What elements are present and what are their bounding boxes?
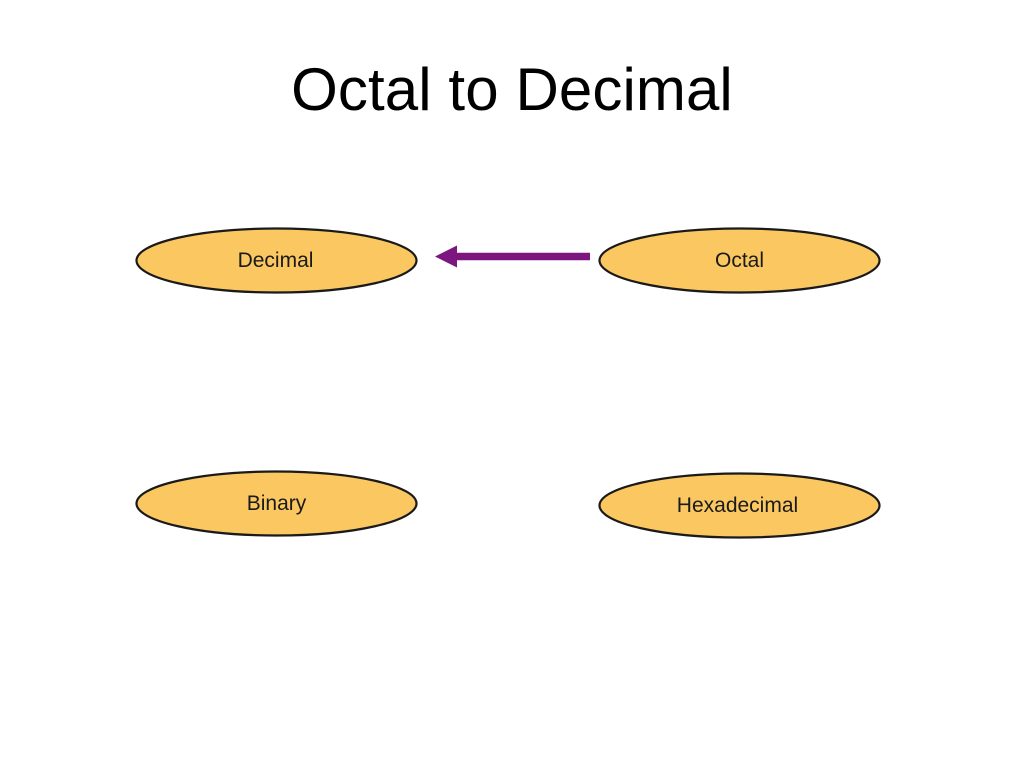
page-title: Octal to Decimal	[291, 56, 733, 123]
node-octal[interactable]: Octal	[598, 227, 881, 294]
ellipse-shape-decimal	[135, 227, 418, 294]
node-label-hexadecimal: Hexadecimal	[676, 494, 799, 517]
node-hexadecimal[interactable]: Hexadecimal	[598, 472, 881, 539]
node-label-octal: Octal	[714, 249, 764, 272]
node-label-decimal: Decimal	[237, 249, 314, 272]
node-binary[interactable]: Binary	[135, 470, 418, 537]
left-arrow-icon	[435, 245, 590, 268]
node-label-binary: Binary	[246, 492, 307, 515]
node-decimal[interactable]: Decimal	[135, 227, 418, 294]
ellipse-shape-binary	[135, 470, 418, 537]
connector-octal-to-decimal[interactable]	[430, 240, 595, 274]
ellipse-shape-octal	[598, 227, 881, 294]
ellipse-shape-hexadecimal	[598, 472, 881, 539]
